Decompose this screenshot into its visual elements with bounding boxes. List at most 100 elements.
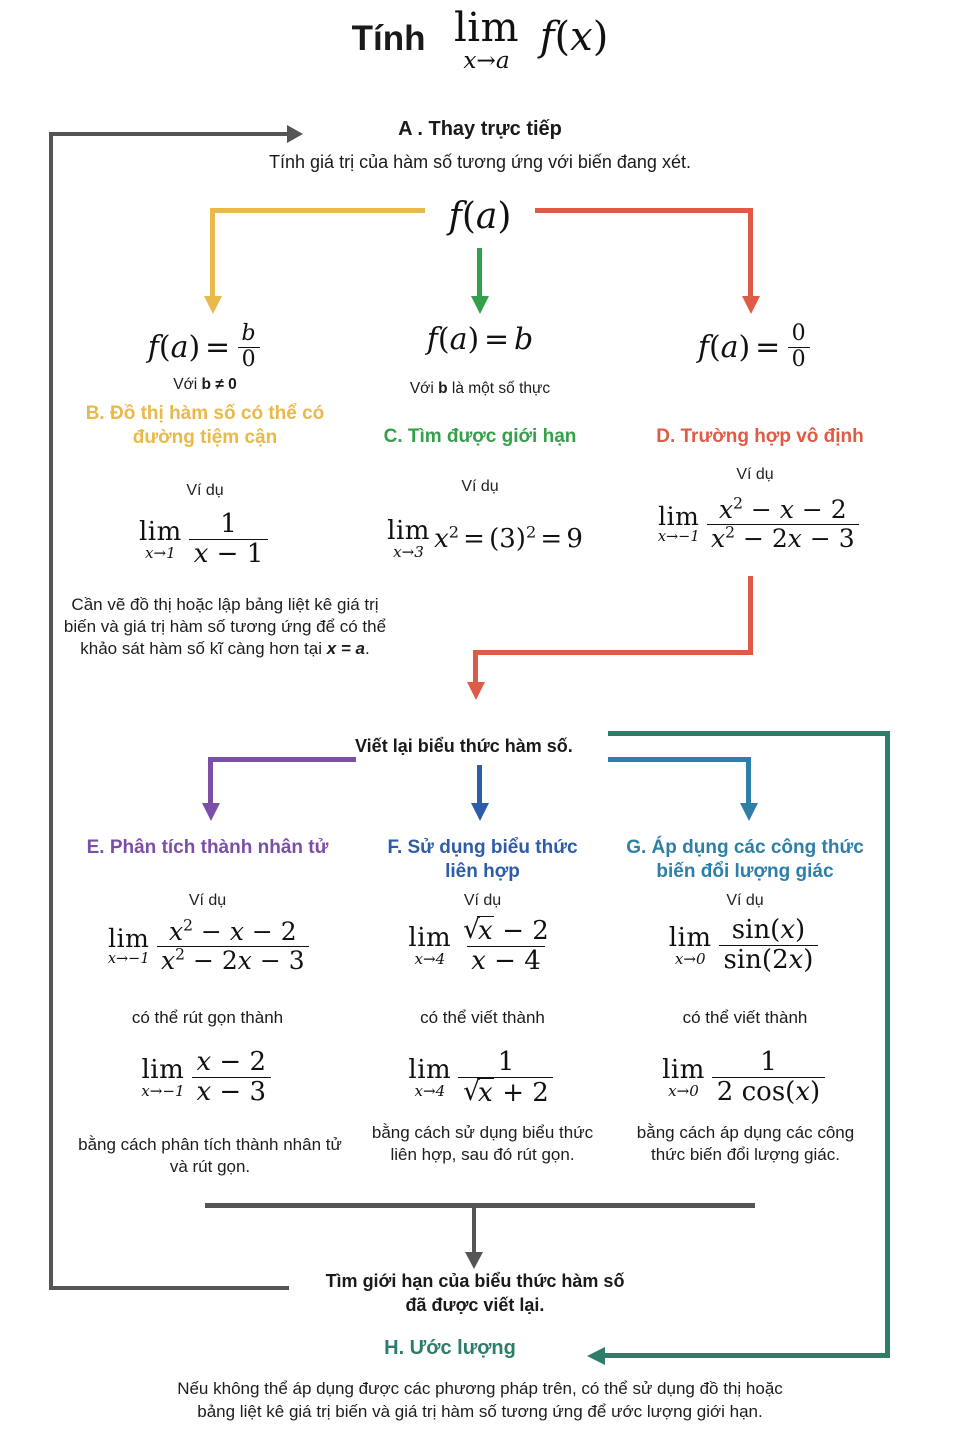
return-loop-top bbox=[49, 132, 289, 136]
title-prefix: Tính bbox=[351, 19, 426, 59]
section-a-subtitle-text: Tính giá trị của hàm số tương ứng với bi… bbox=[269, 152, 691, 172]
branch-d-example-label-text: Ví dụ bbox=[736, 466, 774, 483]
section-a-heading: A . Thay trực tiếp bbox=[260, 118, 700, 141]
connector-h-loop-top bbox=[608, 731, 890, 736]
method-g-heading: G. Áp dụng các công thức biến đổi lượng … bbox=[620, 836, 870, 885]
connector-a-to-c-vertical bbox=[477, 248, 482, 298]
connector-h-loop-bottom bbox=[605, 1353, 890, 1358]
branch-b-note-var: b ≠ 0 bbox=[201, 376, 237, 393]
branch-c-example-label-text: Ví dụ bbox=[461, 478, 499, 495]
branch-c-condition-note: Với b là một số thực bbox=[350, 380, 610, 398]
branch-c-heading-text: C. Tìm được giới hạn bbox=[383, 426, 577, 447]
branch-c-note-post: là một số thực bbox=[447, 380, 551, 397]
connector-rewrite-to-g-horizontal bbox=[608, 757, 751, 762]
section-h-heading: H. Ước lượng bbox=[320, 1337, 580, 1360]
method-f-connector-text: có thể viết thành bbox=[365, 1008, 600, 1028]
connector-a-to-c-arrowhead bbox=[470, 296, 489, 314]
branch-b-example-label-text: Ví dụ bbox=[186, 482, 224, 499]
connector-h-loop-arrowhead bbox=[587, 1346, 605, 1365]
connector-d-to-rewrite-horizontal bbox=[473, 650, 753, 655]
rewrite-label: Viết lại biểu thức hàm số. bbox=[355, 736, 573, 757]
return-loop-arrowhead bbox=[287, 125, 303, 143]
connector-a-to-d-horizontal bbox=[535, 208, 753, 213]
method-f-note: bằng cách sử dụng biểu thức liên hợp, sa… bbox=[370, 1122, 595, 1166]
rewrite-label-text: Viết lại biểu thức hàm số. bbox=[355, 736, 573, 756]
branch-d-example-label: Ví dụ bbox=[630, 466, 880, 484]
connector-d-to-rewrite-arrowhead bbox=[466, 682, 485, 700]
branch-c-condition-formula: f(a)=b bbox=[426, 322, 534, 357]
method-f-example-label-text: Ví dụ bbox=[463, 892, 502, 909]
branch-d-heading-text: D. Trường hợp vô định bbox=[656, 426, 864, 447]
connector-rewrite-to-g-vertical bbox=[746, 757, 751, 805]
section-a-formula: f(a) bbox=[448, 196, 512, 237]
connector-rewrite-to-e-vertical bbox=[208, 757, 213, 805]
connector-a-to-b-horizontal bbox=[210, 208, 425, 213]
section-a-heading-text: A . Thay trực tiếp bbox=[398, 118, 562, 140]
method-g-connector-label: có thể viết thành bbox=[682, 1008, 808, 1027]
branch-b-heading: B. Đồ thị hàm số có thể có đường tiệm cậ… bbox=[60, 402, 350, 451]
connector-a-to-b-vertical bbox=[210, 208, 215, 298]
method-f-note-text: bằng cách sử dụng biểu thức liên hợp, sa… bbox=[371, 1123, 594, 1165]
final-step-line2: đã được viết lại. bbox=[405, 1294, 545, 1315]
connector-rewrite-to-f-vertical bbox=[477, 765, 482, 805]
section-h-description-line2: bảng liệt kê giá trị biến và giá trị hàm… bbox=[197, 1401, 763, 1421]
connector-a-to-d-arrowhead bbox=[741, 296, 760, 314]
method-g-note: bằng cách áp dụng các công thức biến đổi… bbox=[628, 1122, 863, 1166]
section-h-description: Nếu không thể áp dụng được các phương ph… bbox=[80, 1378, 880, 1424]
branch-b-description: Cần vẽ đồ thị hoặc lập bảng liệt kê giá … bbox=[63, 595, 387, 659]
final-step: Tìm giới hạn của biểu thức hàm số đã đượ… bbox=[240, 1270, 710, 1318]
method-g-example-label: Ví dụ bbox=[620, 892, 870, 910]
branch-c-note-pre: Với bbox=[409, 380, 439, 397]
method-e-connector-label: có thể rút gọn thành bbox=[131, 1008, 284, 1027]
method-e-heading-text: E. Phân tích thành nhân tử bbox=[86, 837, 329, 858]
method-f-example-label: Ví dụ bbox=[370, 892, 595, 910]
final-step-line1: Tìm giới hạn của biểu thức hàm số bbox=[325, 1271, 625, 1291]
merge-bar-stem bbox=[472, 1203, 476, 1255]
branch-b-condition-note: Với b ≠ 0 bbox=[80, 376, 330, 394]
merge-bar-efg bbox=[205, 1203, 755, 1208]
branch-b-note-pre: Với bbox=[173, 376, 202, 393]
connector-a-to-d-vertical bbox=[748, 208, 753, 298]
branch-b-heading-text: B. Đồ thị hàm số có thể có đường tiệm cậ… bbox=[85, 403, 325, 449]
connector-rewrite-to-g-arrowhead bbox=[739, 803, 758, 821]
method-e-example-label-text: Ví dụ bbox=[188, 892, 227, 909]
branch-d-heading: D. Trường hợp vô định bbox=[620, 426, 900, 448]
connector-d-to-rewrite-vertical-left bbox=[473, 650, 478, 684]
section-h-description-line1: Nếu không thể áp dụng được các phương ph… bbox=[177, 1379, 783, 1398]
method-e-note: bằng cách phân tích thành nhân tử và rút… bbox=[70, 1134, 350, 1178]
branch-b-example-label: Ví dụ bbox=[80, 482, 330, 500]
method-f-heading-text: F. Sử dụng biểu thức liên hợp bbox=[387, 837, 578, 883]
branch-c-note-var: b bbox=[438, 380, 448, 397]
method-g-connector-text: có thể viết thành bbox=[620, 1008, 870, 1028]
return-loop-bottom bbox=[49, 1286, 289, 1290]
method-e-connector-text: có thể rút gọn thành bbox=[75, 1008, 340, 1028]
method-g-note-text: bằng cách áp dụng các công thức biến đổi… bbox=[636, 1123, 855, 1165]
method-g-example-label-text: Ví dụ bbox=[726, 892, 764, 909]
method-g-heading-text: G. Áp dụng các công thức biến đổi lượng … bbox=[626, 837, 864, 883]
method-e-example-label: Ví dụ bbox=[85, 892, 330, 910]
method-f-heading: F. Sử dụng biểu thức liên hợp bbox=[370, 836, 595, 885]
connector-rewrite-to-e-horizontal bbox=[208, 757, 356, 762]
branch-c-heading: C. Tìm được giới hạn bbox=[345, 426, 615, 448]
connector-rewrite-to-e-arrowhead bbox=[201, 803, 220, 821]
return-loop-vertical bbox=[49, 132, 53, 1290]
connector-d-to-rewrite-vertical-right bbox=[748, 576, 753, 654]
merge-bar-arrowhead bbox=[465, 1252, 483, 1269]
connector-a-to-b-arrowhead bbox=[203, 296, 222, 314]
connector-h-loop-vertical bbox=[885, 731, 890, 1358]
section-a-subtitle: Tính giá trị của hàm số tương ứng với bi… bbox=[130, 152, 830, 173]
